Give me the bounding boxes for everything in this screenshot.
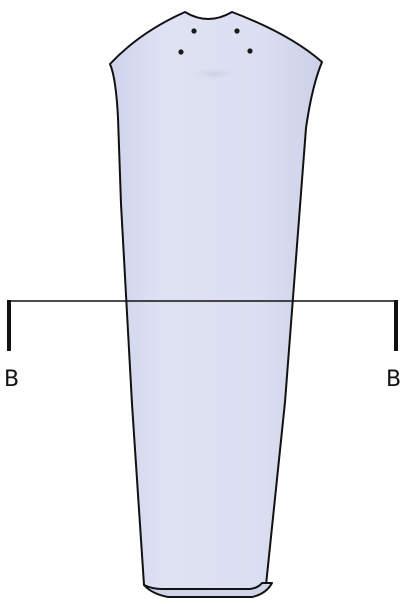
section-label-left: B <box>4 367 19 392</box>
head-shading <box>189 67 241 81</box>
hole-bottom-right <box>247 48 253 54</box>
hole-bottom-left <box>178 49 184 55</box>
hole-top-left <box>191 28 197 34</box>
section-label-right: B <box>386 367 401 392</box>
blade-root <box>143 582 273 598</box>
hole-top-right <box>234 28 240 34</box>
